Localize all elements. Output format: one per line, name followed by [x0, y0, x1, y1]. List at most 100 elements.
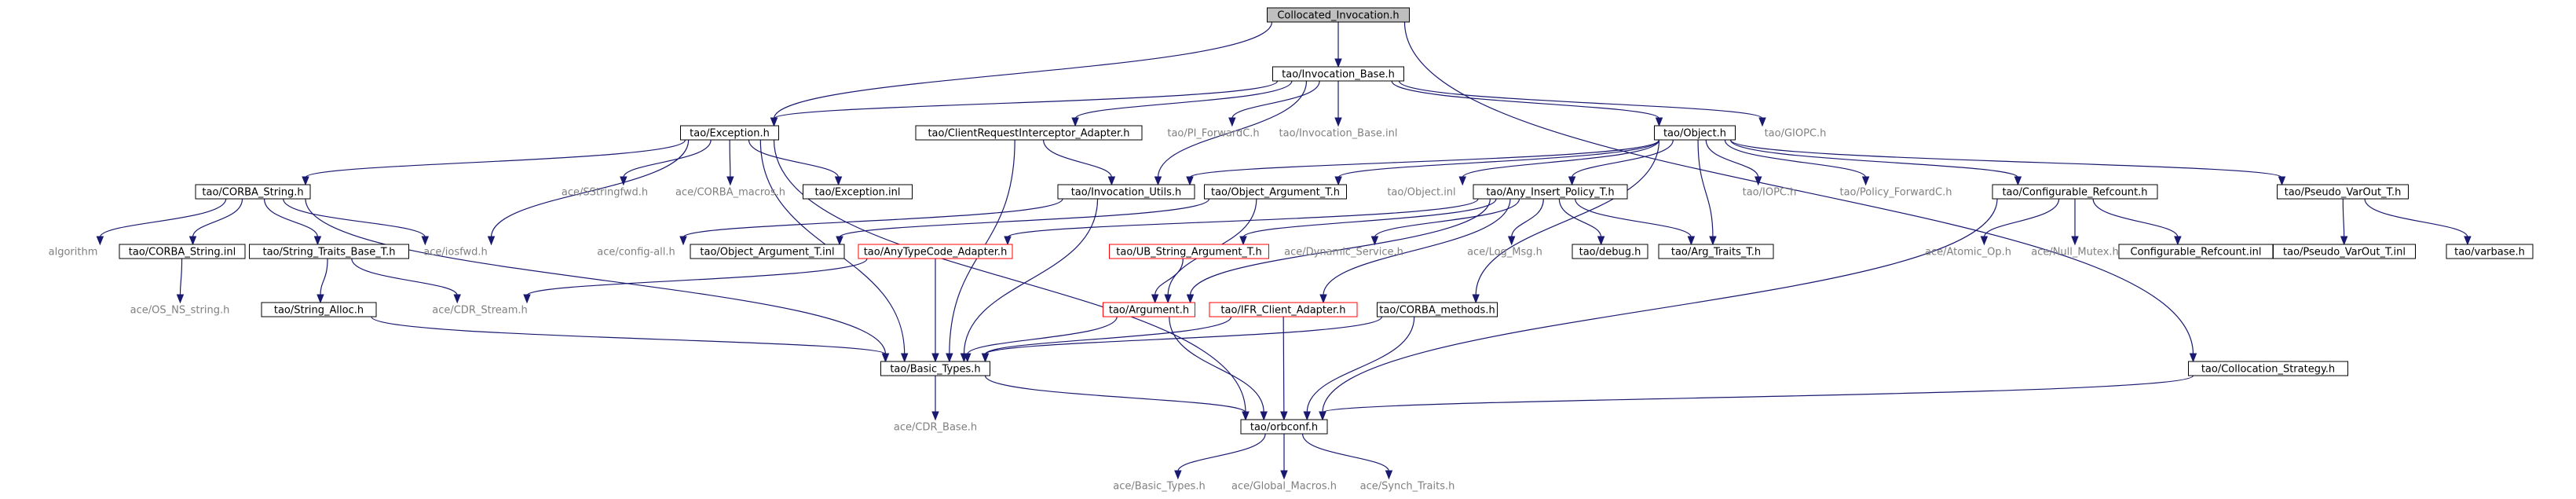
node-box [1267, 7, 1410, 23]
arrowhead [2464, 236, 2472, 246]
edge-argument-to-orbconf [1169, 316, 1264, 413]
node-object-argument-inl[interactable]: tao/Object_Argument_T.inl [690, 244, 845, 259]
node-label: tao/GIOPC.h [1765, 128, 1827, 140]
node-label: tao/Arg_Traits_T.h [1671, 247, 1761, 259]
node-pseudo-varout-inl[interactable]: tao/Pseudo_VarOut_T.inl [2273, 244, 2416, 259]
node-label: tao/Invocation_Base.h [1282, 69, 1395, 81]
arrowhead [1385, 470, 1393, 480]
node-exception[interactable]: tao/Exception.h [680, 125, 779, 141]
edge-any-insert-to-arg-traits [1575, 198, 1692, 238]
edge-root-to-collocation-strategy [1403, 21, 2194, 355]
node-arg-traits[interactable]: tao/Arg_Traits_T.h [1658, 244, 1774, 259]
edge-anytypecode-adapter-to-cdr-stream [526, 258, 868, 296]
edge-invocation-utils-to-basic-types [963, 198, 1099, 355]
node-any-insert[interactable]: tao/Any_Insert_Policy_T.h [1473, 184, 1628, 200]
node-collocation-strategy[interactable]: tao/Collocation_Strategy.h [2188, 361, 2348, 376]
node-log-msg: ace/Log_Msg.h [1467, 247, 1542, 259]
node-corba-methods[interactable]: tao/CORBA_methods.h [1377, 302, 1498, 317]
node-object-argument[interactable]: tao/Object_Argument_T.h [1204, 184, 1347, 200]
node-anytypecode-adapter[interactable]: tao/AnyTypeCode_Adapter.h [858, 244, 1013, 259]
edge-string-traits-to-string-alloc [320, 258, 328, 296]
node-invocation-utils[interactable]: tao/Invocation_Utils.h [1057, 184, 1195, 200]
edge-configurable-refcount-to-orbconf [1322, 198, 1998, 413]
node-label: tao/IOPC.h [1743, 187, 1797, 199]
node-corba-string[interactable]: tao/CORBA_String.h [195, 184, 311, 200]
arrowhead [1755, 176, 1762, 186]
node-label: tao/Object.h [1663, 128, 1726, 140]
edge-object-to-policy-forward [1724, 139, 1867, 178]
node-exception-inl[interactable]: tao/Exception.inl [803, 184, 913, 200]
edge-invocation-base-to-invocation-utils [1157, 80, 1308, 178]
node-label: tao/Argument.h [1109, 305, 1189, 317]
arrowhead [620, 176, 628, 186]
edge-string-alloc-to-basic-types [371, 316, 887, 355]
arrowhead [1228, 117, 1236, 127]
node-box [1992, 184, 2158, 200]
edge-any-insert-to-dynamic-service [1374, 198, 1520, 238]
arrowhead [900, 353, 909, 363]
node-configurable-refcount[interactable]: tao/Configurable_Refcount.h [1992, 184, 2158, 200]
arrowhead [2014, 176, 2022, 186]
edge-invocation-utils-to-config-all [682, 198, 1063, 238]
node-label: tao/debug.h [1579, 247, 1641, 259]
node-box [915, 125, 1143, 141]
edge-object-to-object-argument [1337, 139, 1660, 178]
node-pseudo-varout[interactable]: tao/Pseudo_VarOut_T.h [2277, 184, 2409, 200]
node-box [1473, 184, 1628, 200]
arrowhead [1107, 176, 1116, 186]
edge-object-to-any-insert [1572, 139, 1674, 178]
edge-string-traits-to-cdr-stream [351, 258, 458, 296]
node-argument[interactable]: tao/Argument.h [1103, 302, 1195, 317]
node-label: tao/CORBA_String.h [202, 187, 303, 199]
edge-corba-methods-to-basic-types [984, 316, 1383, 355]
node-invocation-base[interactable]: tao/Invocation_Base.h [1272, 66, 1404, 82]
node-ifr-client-adapter[interactable]: tao/IFR_Client_Adapter.h [1209, 302, 1358, 317]
node-box [1103, 302, 1195, 317]
node-object[interactable]: tao/Object.h [1654, 125, 1736, 141]
arrowhead [1472, 294, 1480, 304]
node-box [680, 125, 779, 141]
node-orbconf[interactable]: tao/orbconf.h [1240, 419, 1328, 435]
node-label: tao/Basic_Types.h [890, 364, 980, 376]
arrowhead [487, 236, 496, 246]
node-box [803, 184, 913, 200]
node-label: ace/CORBA_macros.h [675, 187, 785, 199]
node-label: tao/CORBA_methods.h [1379, 305, 1495, 317]
node-ub-string-argument[interactable]: tao/UB_String_Argument_T.h [1109, 244, 1269, 259]
node-label: Collocated_Invocation.h [1277, 10, 1399, 22]
node-configurable-refcount-inl[interactable]: Configurable_Refcount.inl [2118, 244, 2274, 259]
node-label: ace/Global_Macros.h [1231, 481, 1337, 493]
arrowhead [770, 117, 778, 127]
node-root[interactable]: Collocated_Invocation.h [1267, 7, 1410, 23]
node-string-traits[interactable]: tao/String_Traits_Base_T.h [249, 244, 409, 259]
node-debug[interactable]: tao/debug.h [1572, 244, 1648, 259]
node-basic-types[interactable]: tao/Basic_Types.h [880, 361, 990, 376]
arrowhead [1334, 176, 1342, 186]
edge-exception-to-orbconf [773, 139, 1246, 413]
arrowhead [2189, 353, 2197, 363]
node-box [249, 244, 409, 259]
arrowhead [1758, 117, 1766, 127]
node-string-alloc[interactable]: tao/String_Alloc.h [261, 302, 377, 317]
arrowhead [2278, 176, 2286, 186]
arrowhead [96, 236, 104, 246]
node-varbase[interactable]: tao/varbase.h [2446, 244, 2534, 259]
edge-pseudo-varout-to-varbase [2364, 198, 2468, 238]
arrowhead [881, 353, 890, 363]
node-client-request-adapter[interactable]: tao/ClientRequestInterceptor_Adapter.h [915, 125, 1143, 141]
node-synch-traits: ace/Synch_Traits.h [1360, 481, 1455, 493]
node-label: tao/Policy_ForwardC.h [1839, 187, 1952, 199]
arrowhead [1458, 176, 1466, 186]
edge-client-request-adapter-to-invocation-utils [1043, 139, 1112, 178]
arrowhead [1319, 411, 1326, 421]
arrowhead [834, 176, 843, 186]
node-box [261, 302, 377, 317]
node-label: algorithm [49, 247, 98, 259]
node-label: ace/Log_Msg.h [1467, 247, 1542, 259]
node-box [1572, 244, 1648, 259]
node-label: tao/Pseudo_VarOut_T.inl [2283, 247, 2406, 259]
node-label: ace/OS_NS_string.h [130, 305, 230, 317]
edge-invocation-base-to-exception [773, 80, 1279, 119]
node-corba-string-inl[interactable]: tao/CORBA_String.inl [119, 244, 246, 259]
node-label: tao/IFR_Client_Adapter.h [1220, 305, 1345, 317]
